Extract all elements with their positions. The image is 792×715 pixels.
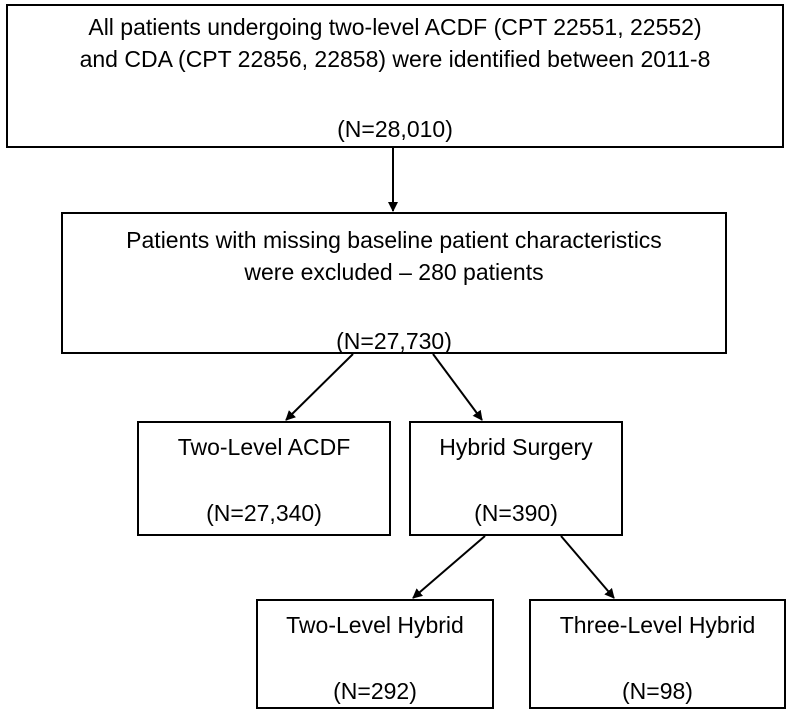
hybrid-surgery-count: (N=390) — [474, 500, 558, 526]
excluded-count: (N=27,730) — [336, 328, 452, 354]
all-patients-count: (N=28,010) — [337, 116, 453, 142]
excluded-line-2: were excluded – 280 patients — [244, 259, 544, 285]
two-level-hybrid-count: (N=292) — [333, 678, 417, 704]
arrow-hybrid-to-three-level — [560, 535, 615, 599]
three-level-hybrid-count: (N=98) — [622, 678, 693, 704]
two-level-hybrid-label: Two-Level Hybrid — [286, 612, 464, 638]
all-patients-line-1: All patients undergoing two-level ACDF (… — [88, 14, 702, 40]
hybrid-surgery-label: Hybrid Surgery — [439, 434, 593, 460]
arrow-hybrid-to-two-level — [412, 535, 486, 599]
three-level-hybrid-box: Three-Level Hybrid (N=98) — [529, 599, 786, 709]
all-patients-box: All patients undergoing two-level ACDF (… — [6, 4, 784, 148]
hybrid-surgery-box: Hybrid Surgery (N=390) — [409, 421, 623, 536]
arrow-excluded-to-acdf — [285, 353, 354, 421]
two-level-acdf-box: Two-Level ACDF (N=27,340) — [137, 421, 391, 536]
all-patients-line-2: and CDA (CPT 22856, 22858) were identifi… — [79, 46, 711, 72]
two-level-acdf-count: (N=27,340) — [206, 500, 322, 526]
excluded-line-1: Patients with missing baseline patient c… — [126, 227, 662, 253]
arrow-excluded-to-hybrid — [432, 353, 483, 421]
two-level-hybrid-box: Two-Level Hybrid (N=292) — [256, 599, 494, 709]
excluded-patients-box: Patients with missing baseline patient c… — [61, 212, 727, 354]
two-level-acdf-label: Two-Level ACDF — [177, 434, 351, 460]
three-level-hybrid-label: Three-Level Hybrid — [559, 612, 756, 638]
